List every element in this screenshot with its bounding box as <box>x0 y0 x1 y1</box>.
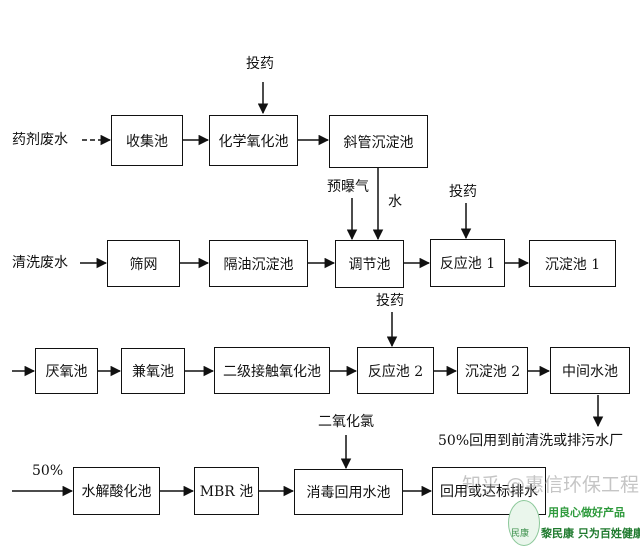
box-facultative-tank: 兼氧池 <box>121 348 185 394</box>
zhihu-watermark: 知乎 @惠信环保工程 <box>462 474 640 496</box>
logo-text: 民康 <box>511 529 530 539</box>
box-reaction-tank-1: 反应池 1 <box>430 239 505 287</box>
box-contact-oxidation-tank: 二级接触氧化池 <box>214 347 330 394</box>
box-mbr-tank: MBR 池 <box>194 467 259 515</box>
slogan-line-2: 黎民康 只为百姓健康! <box>541 527 640 540</box>
label-dosing-3: 投药 <box>376 293 404 309</box>
input-label-cleaning-wastewater: 清洗废水 <box>12 255 68 271</box>
box-reaction-tank-2: 反应池 2 <box>357 347 434 394</box>
label-chlorine-dioxide: 二氧化氯 <box>318 414 374 430</box>
box-chemical-oxidation-tank: 化学氧化池 <box>209 115 298 166</box>
label-dosing-2: 投药 <box>449 184 477 200</box>
label-preaeration: 预曝气 <box>327 179 369 195</box>
label-water: 水 <box>388 194 402 210</box>
box-collection-tank: 收集池 <box>111 115 183 166</box>
box-oil-separation-settler: 隔油沉淀池 <box>209 240 308 287</box>
label-dosing-1: 投药 <box>246 56 274 72</box>
box-anaerobic-tank: 厌氧池 <box>35 348 98 394</box>
minkang-logo-badge <box>508 500 540 546</box>
box-inclined-tube-settler: 斜管沉淀池 <box>329 115 428 168</box>
input-label-50-percent: 50% <box>32 463 64 479</box>
box-settling-tank-1: 沉淀池 1 <box>529 240 616 287</box>
box-disinfection-reuse-tank: 消毒回用水池 <box>294 469 403 515</box>
input-label-pharma-wastewater: 药剂废水 <box>12 132 68 148</box>
slogan-line-1: 用良心做好产品 <box>548 506 625 519</box>
box-screen: 筛网 <box>107 240 180 287</box>
box-intermediate-tank: 中间水池 <box>550 347 630 394</box>
label-reuse-output: 50%回用到前清洗或排污水厂 <box>438 433 624 449</box>
box-hydrolysis-acidification: 水解酸化池 <box>73 467 160 515</box>
box-equalization-tank: 调节池 <box>335 240 404 288</box>
box-settling-tank-2: 沉淀池 2 <box>457 347 528 394</box>
